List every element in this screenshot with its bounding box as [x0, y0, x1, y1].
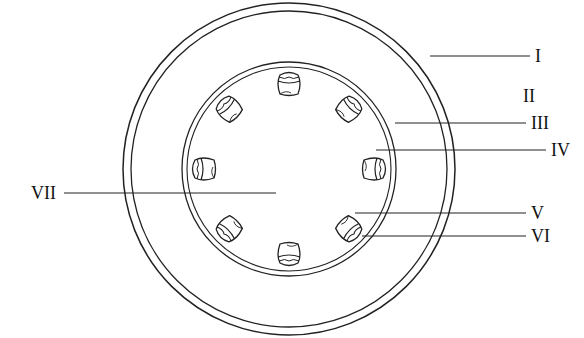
callout-number: IV: [550, 141, 571, 159]
endodermis-outline: [182, 62, 396, 276]
callout-number: III: [530, 114, 550, 132]
callout-number: VI: [530, 227, 551, 245]
callout-number: II: [522, 87, 536, 105]
callout-number: I: [534, 47, 542, 65]
pericycle-outline: [187, 67, 391, 271]
callout-number: V: [530, 204, 545, 222]
epidermis-outline: [123, 3, 455, 335]
vascular-bundles: [193, 73, 386, 266]
callout-number: VII: [30, 184, 57, 202]
leader-lines: [64, 56, 546, 236]
cortex-outline: [131, 11, 447, 327]
